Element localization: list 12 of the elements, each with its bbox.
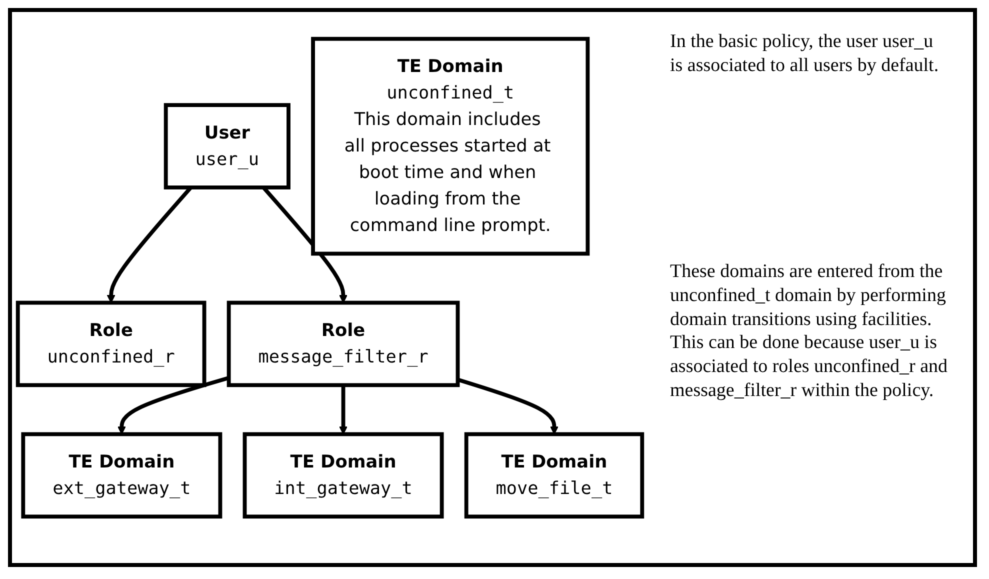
- arrow: [117, 376, 230, 434]
- note-text: In the basic policy, the user user_u is associated to all users by default.: [670, 30, 940, 78]
- node-box: TE Domain ext_gateway_t: [21, 432, 222, 518]
- node-box: User user_u: [164, 102, 290, 190]
- arrow: [457, 378, 559, 434]
- node-box: TE Domain unconfined_t This domain includes all processes started at boot time and when loading from the command line prompt.: [311, 36, 590, 256]
- node-box: Role unconfined_r: [16, 300, 206, 387]
- arrow: [338, 384, 348, 434]
- node-box: TE Domain move_file_t: [464, 432, 644, 518]
- node-box: Role message_filter_r: [226, 300, 460, 387]
- note-text: These domains are entered from the unconfined_t domain by performing domain transitions using facilities. This can be done because user_u is associated to roles unconfined_r and message_filter_r within the policy.: [670, 260, 949, 402]
- node-box: TE Domain int_gateway_t: [242, 432, 444, 518]
